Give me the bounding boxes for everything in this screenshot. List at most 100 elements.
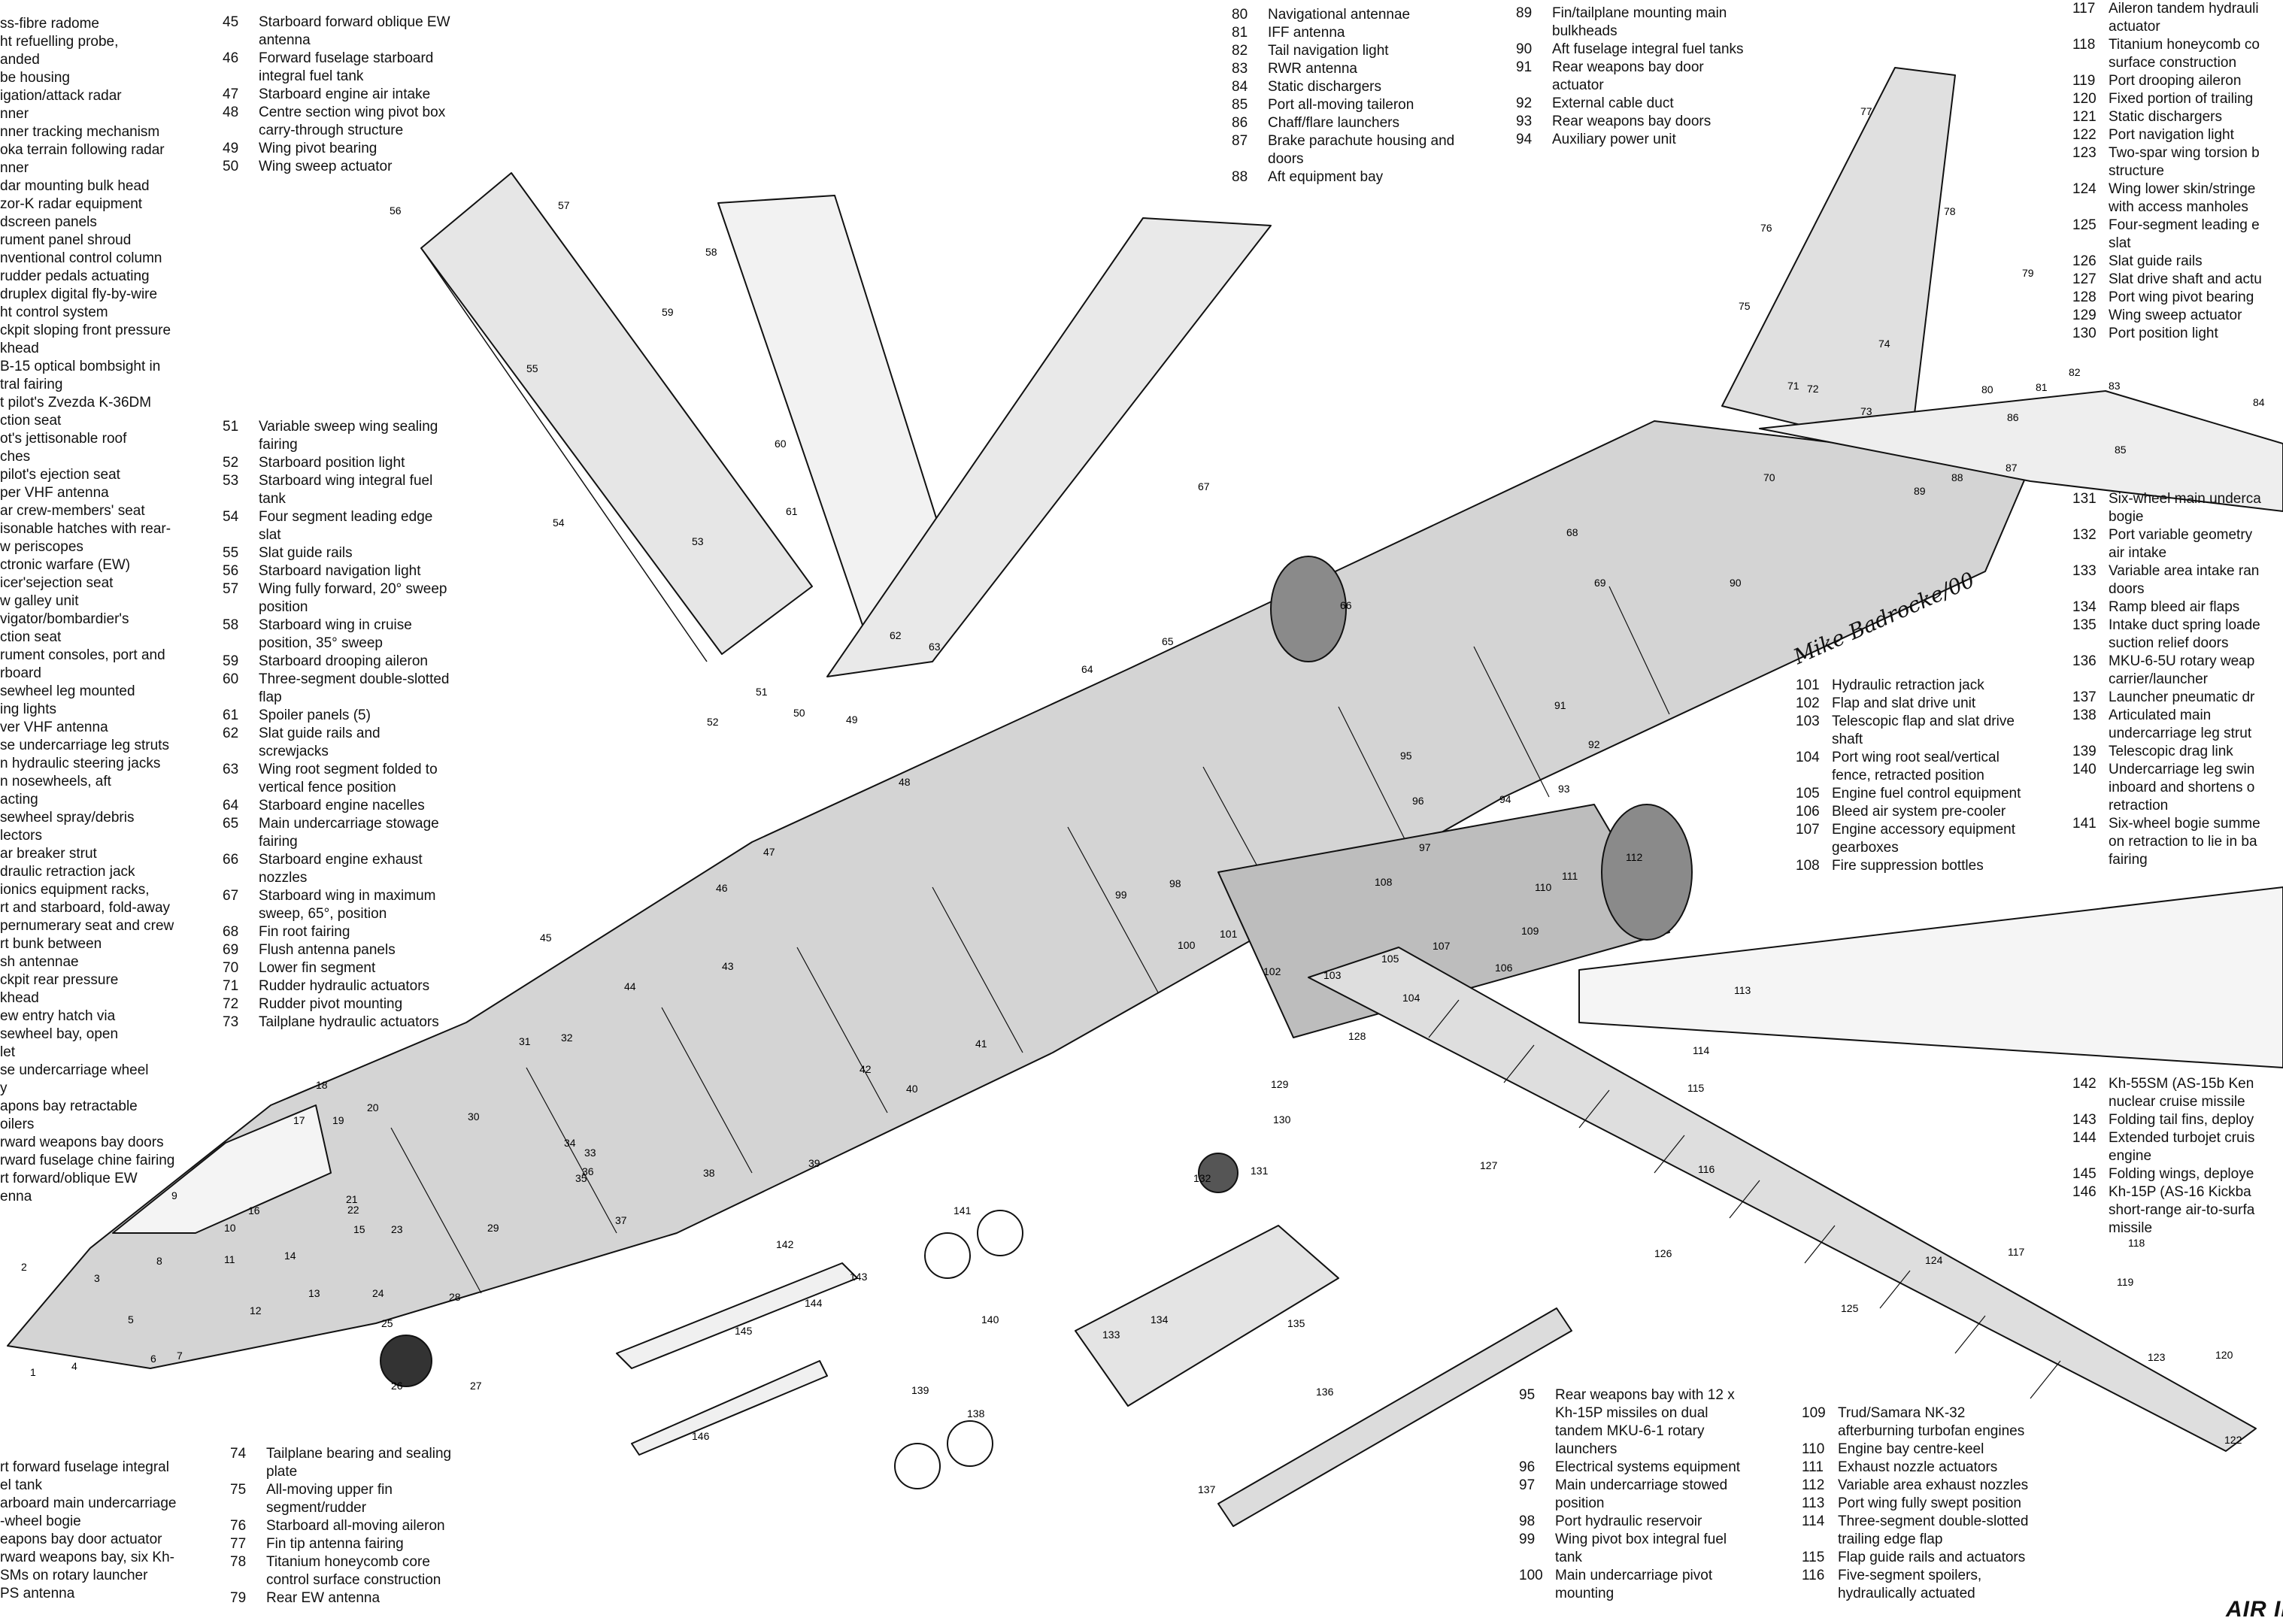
callout-number: 43 [722,960,734,972]
legend-entry-number [223,526,259,544]
legend-entry: slat [223,526,508,544]
legend-entry: hydraulically actuated [1802,1585,2072,1603]
legend-entry-text: Tailplane bearing and sealing [266,1446,452,1462]
legend-entry-text: Aileron tandem hydrauli [2109,1,2259,17]
callout-number: 38 [703,1167,715,1179]
legend-entry-number [230,1499,266,1517]
legend-entry: gearboxes [1796,839,2066,857]
bogie-wheel [977,1210,1023,1256]
legend-entry-text: Starboard forward oblique EW [259,14,450,30]
legend-entry-text: Navigational antennae [1268,7,1411,23]
legend-entry: bogie [2072,508,2283,526]
legend-entry: with access manholes [2072,198,2283,217]
legend-line: sh antennae [0,954,79,970]
legend-entry-number: 133 [2072,563,2097,579]
legend-entry-text: Wing fully forward, 20° sweep [259,581,447,597]
legend-line: oka terrain following radar [0,142,165,158]
legend-line: nventional control column [0,250,162,266]
legend-entry-number: 138 [2072,707,2097,723]
callout-number: 136 [1316,1386,1334,1398]
callout-number: 7 [177,1350,183,1362]
legend-line: ver VHF antenna [0,720,108,735]
legend-line: ht control system [0,304,108,320]
legend-entry-text: Aft equipment bay [1268,169,1384,185]
legend-entry-number [2072,1093,2109,1111]
main-gear-wheel [1198,1153,1239,1193]
legend-entry-number: 66 [223,852,239,868]
legend-entry-text: carrier/launcher [2109,671,2208,687]
callout-number: 72 [1807,383,1819,395]
legend-entry-text: Titanium honeycomb core [266,1554,430,1570]
callout-number: 41 [975,1038,987,1050]
callout-number: 59 [662,306,674,318]
legend-line: ht refuelling probe, [0,34,119,50]
legend-entry-text: RWR antenna [1268,61,1357,77]
legend-line: ionics equipment racks, [0,882,150,898]
legend-entry-text: carry-through structure [259,123,404,138]
legend-entry: position [1519,1495,1775,1513]
legend-entry-text: fence, retracted position [1832,768,1984,783]
legend-entry-text: fairing [259,437,298,453]
legend-entry-text: Intake duct spring loade [2109,617,2260,633]
callout-number: 54 [553,517,565,529]
legend-entry-number [2072,198,2109,217]
callout-number: 126 [1654,1247,1672,1259]
legend-entry-text: Hydraulic retraction jack [1832,677,1984,693]
legend-entry-number [1796,731,1832,749]
cruise-missile-kh55 [616,1262,858,1369]
legend-entry-number [223,490,259,508]
callout-number: 82 [2069,366,2081,378]
legend-entry-text: Engine fuel control equipment [1832,786,2021,801]
callout-number: 61 [786,505,798,517]
legend-entry-number [223,436,259,454]
callout-number: 23 [391,1223,403,1235]
legend-line: rboard [0,665,41,681]
cockpit-glazing [112,1104,332,1234]
legend-entry-number: 71 [223,978,239,994]
callout-number: 119 [2117,1276,2134,1288]
bogie-wheel [947,1420,993,1467]
legend-entry: undercarriage leg strut [2072,725,2283,743]
legend-entry-number: 109 [1802,1405,1826,1421]
legend-entry-text: Variable area exhaust nozzles [1838,1477,2029,1493]
callout-number: 2 [21,1261,27,1273]
legend-entry-text: Flush antenna panels [259,942,396,958]
legend-line: ew entry hatch via [0,1008,116,1024]
legend-entry-text: structure [2109,163,2164,179]
port-wing-ribs [1428,999,2061,1399]
legend-entry-text: Telescopic drag link [2109,744,2233,759]
legend-entry-text: Brake parachute housing and [1268,133,1455,149]
fuselage-frames [390,586,1670,1294]
legend-entry-number: 55 [223,545,239,561]
callout-number: 117 [2008,1246,2025,1258]
legend-entry: afterburning turbofan engines [1802,1423,2072,1441]
legend-entry-number: 101 [1796,677,1820,693]
callout-number: 15 [353,1223,365,1235]
legend-entry-text: Three-segment double-slotted [1838,1513,2029,1529]
legend-entry-number: 110 [1802,1441,1825,1457]
legend-line: ckpit sloping front pressure [0,323,171,338]
callout-number: 8 [156,1255,162,1267]
legend-entry-text: Port wing fully swept position [1838,1495,2021,1511]
callout-number: 36 [582,1165,594,1177]
legend-entry-number: 120 [2072,91,2097,107]
legend-entry-number: 108 [1796,858,1820,874]
legend-entry-text: inboard and shortens o [2109,780,2255,795]
legend-entry-text: control surface construction [266,1572,441,1588]
legend-entry: on retraction to lie in ba [2072,833,2283,851]
legend-entry-number: 141 [2072,816,2097,832]
